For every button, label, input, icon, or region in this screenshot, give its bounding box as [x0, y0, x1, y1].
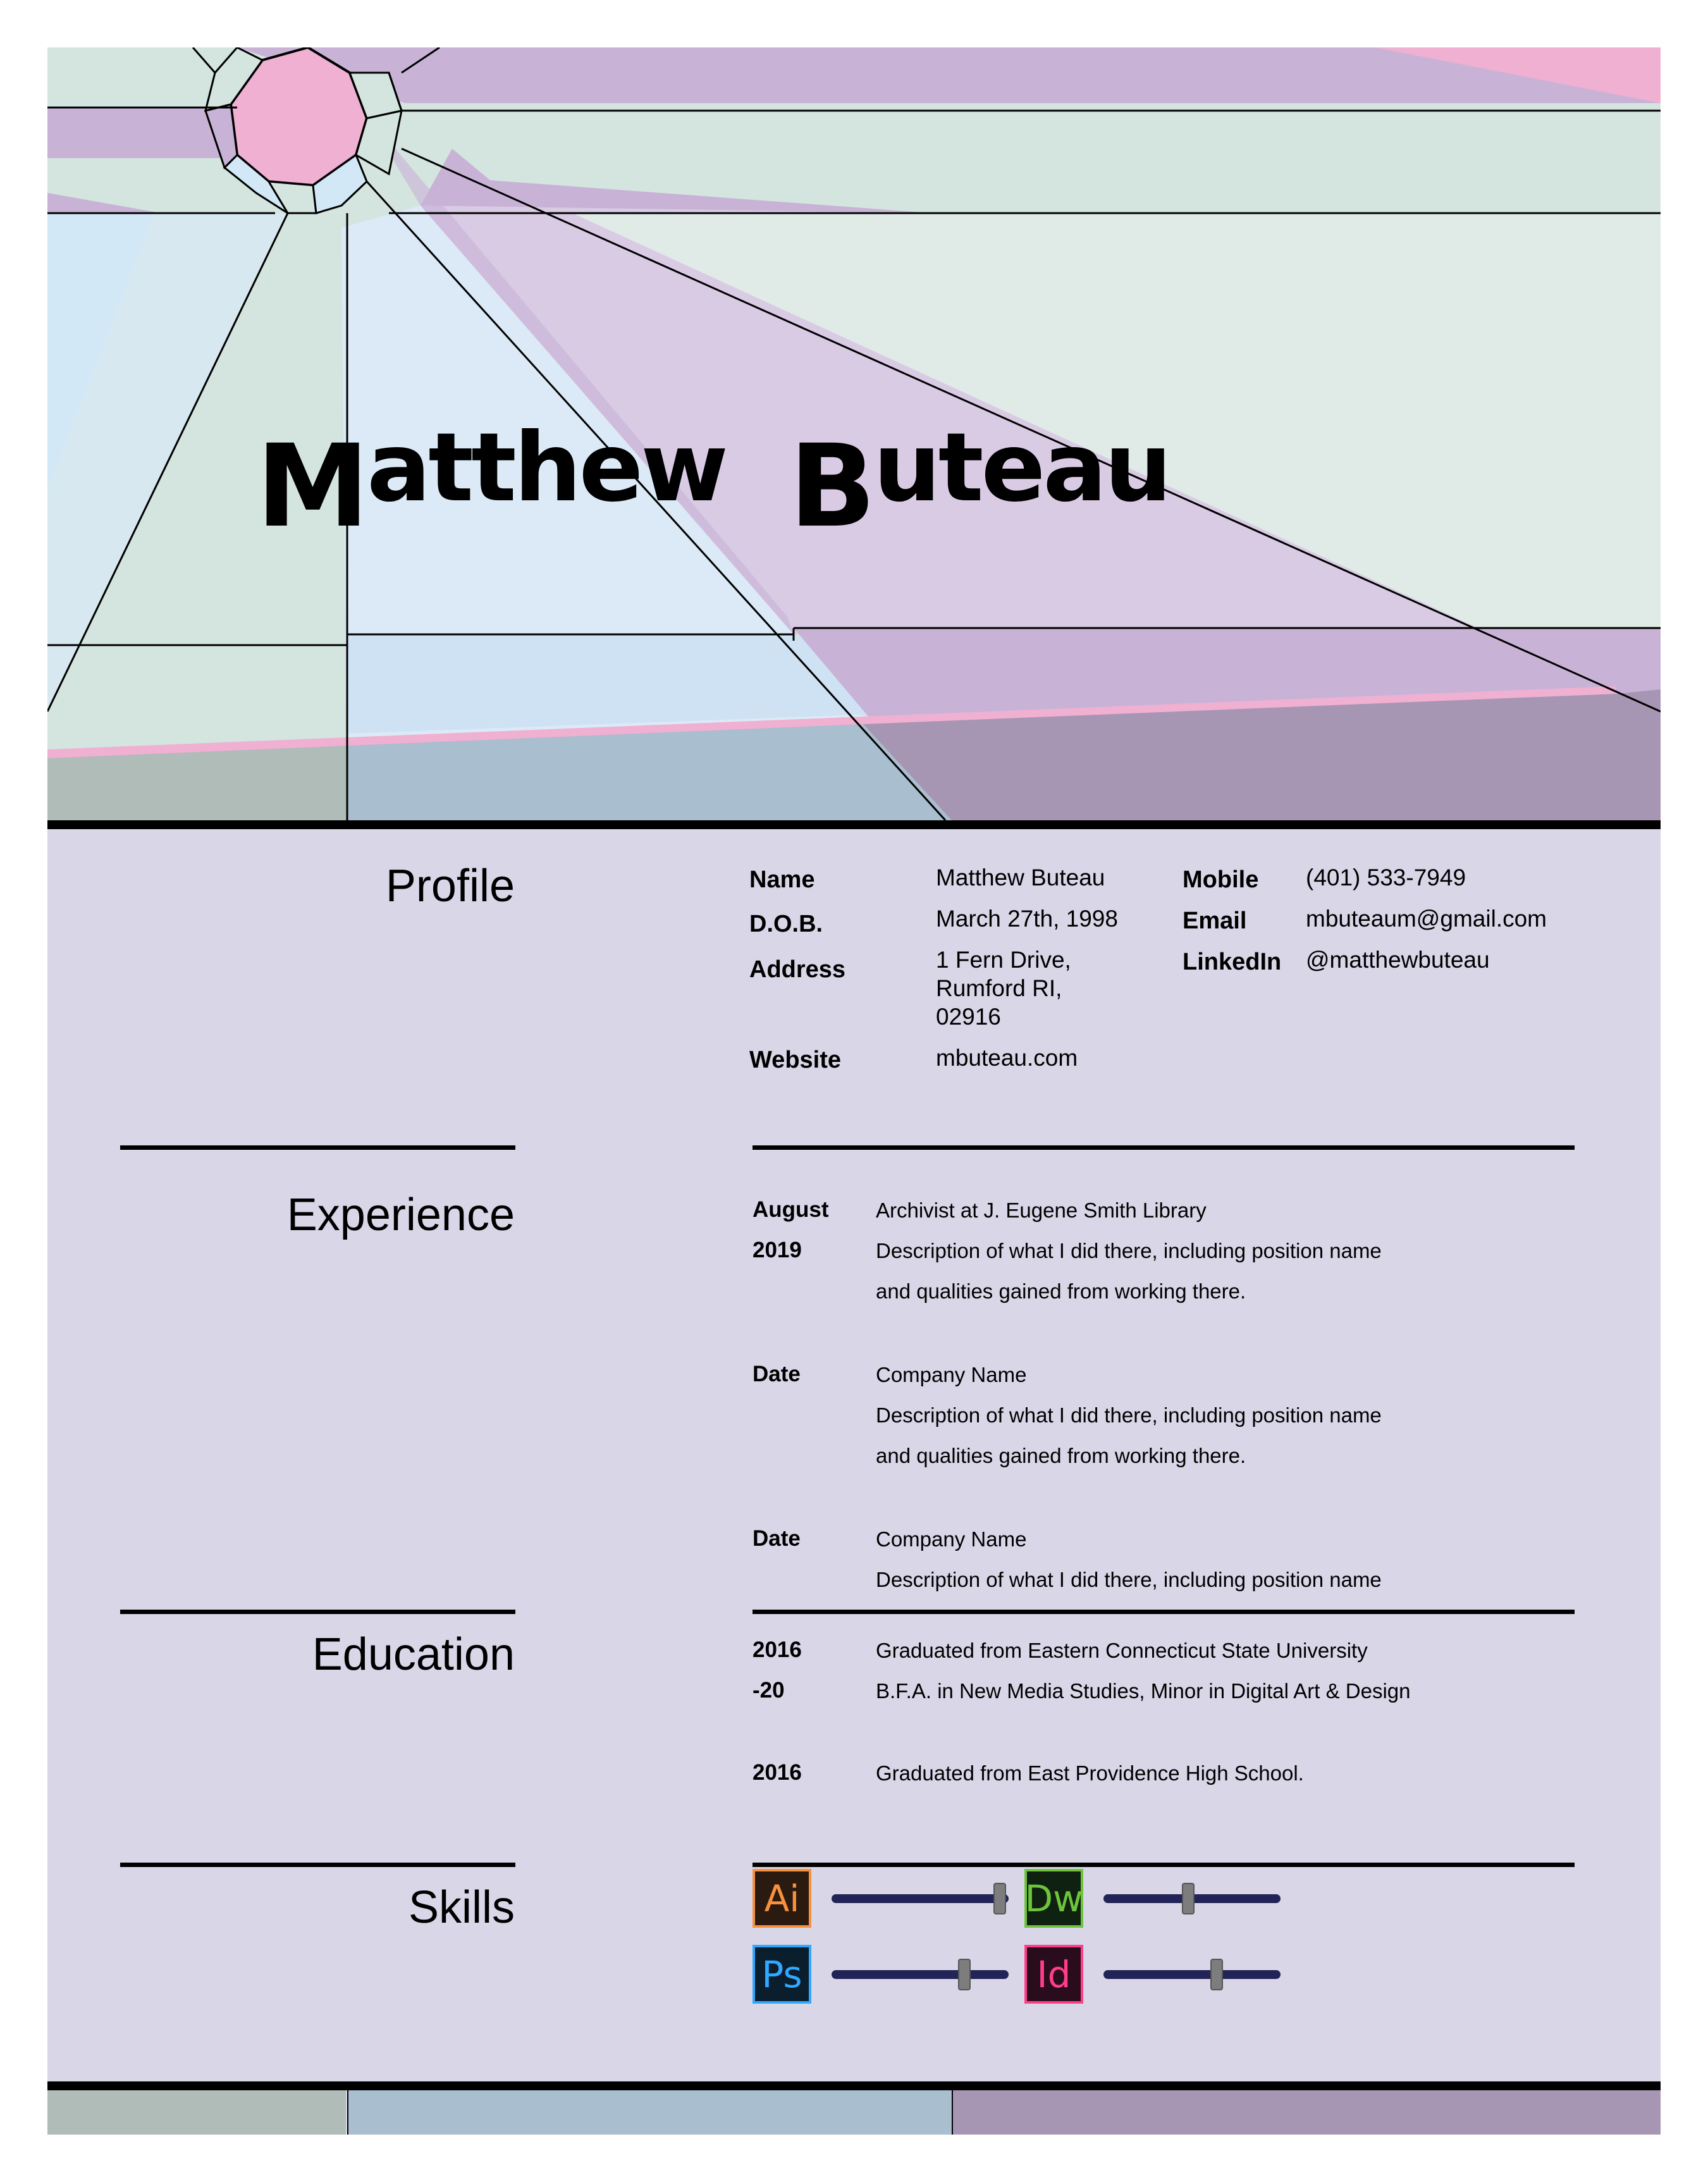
profile-name-label: Name [749, 866, 815, 893]
profile-website-value[interactable]: mbuteau.com [936, 1045, 1078, 1071]
profile-website-label: Website [749, 1047, 842, 1073]
right-divider [753, 1610, 1575, 1614]
profile-address-label: Address [749, 956, 846, 983]
section-title-education: Education [312, 1629, 515, 1680]
skill-slider-knob[interactable] [993, 1883, 1006, 1914]
profile-dob-value: March 27th, 1998 [936, 906, 1118, 932]
first-name-rest: atthew [367, 413, 728, 523]
skill-slider-track [832, 1970, 1009, 1979]
skill-slider-track [832, 1894, 1009, 1903]
profile-address-line3: 02916 [936, 1004, 1001, 1030]
profile-linkedin-value[interactable]: @matthewbuteau [1306, 947, 1490, 973]
left-divider [120, 1610, 515, 1614]
profile-email-label: Email [1183, 908, 1247, 934]
education-date-end: -20 [753, 1678, 785, 1703]
experience-desc: and qualities gained from working there. [876, 1279, 1246, 1303]
profile-mobile-value: (401) 533-7949 [1306, 865, 1466, 891]
experience-date: August [753, 1197, 829, 1222]
skill-slider-knob[interactable] [958, 1959, 971, 1990]
last-name-rest: uteau [873, 413, 1172, 523]
education-line: B.F.A. in New Media Studies, Minor in Di… [876, 1679, 1411, 1703]
first-initial: M [256, 421, 369, 553]
section-title-skills: Skills [408, 1882, 515, 1933]
resume-page: Matthew Buteau Profile Name Matthew Butea… [47, 47, 1661, 2135]
right-divider [753, 1863, 1575, 1867]
experience-date: Date [753, 1526, 801, 1551]
experience-date-year: 2019 [753, 1238, 802, 1262]
profile-linkedin-label: LinkedIn [1183, 949, 1282, 975]
last-initial: B [789, 421, 876, 553]
profile-name-value: Matthew Buteau [936, 865, 1105, 891]
profile-dob-label: D.O.B. [749, 911, 823, 937]
footer-block-blue [348, 2090, 952, 2135]
profile-email-value[interactable]: mbuteaum@gmail.com [1306, 906, 1547, 932]
experience-desc: Description of what I did there, includi… [876, 1568, 1382, 1591]
profile-mobile-label: Mobile [1183, 866, 1259, 893]
profile-address-line1: 1 Fern Drive, [936, 947, 1071, 973]
experience-desc: Description of what I did there, includi… [876, 1403, 1382, 1427]
left-divider [120, 1145, 515, 1150]
experience-title: Archivist at J. Eugene Smith Library [876, 1199, 1207, 1222]
education-line: Graduated from East Providence High Scho… [876, 1761, 1304, 1785]
experience-title: Company Name [876, 1527, 1027, 1551]
experience-desc: and qualities gained from working there. [876, 1444, 1246, 1467]
skill-slider-knob[interactable] [1182, 1883, 1195, 1914]
education-date: 2016 [753, 1760, 802, 1785]
photoshop-icon: Ps [753, 1945, 811, 2004]
skill-slider-track [1103, 1970, 1281, 1979]
illustrator-icon: Ai [753, 1869, 811, 1928]
education-line: Graduated from Eastern Connecticut State… [876, 1639, 1368, 1662]
profile-address-line2: Rumford RI, [936, 975, 1062, 1001]
footer-separator [347, 2090, 348, 2135]
footer-separator [952, 2090, 953, 2135]
education-date: 2016 [753, 1637, 802, 1662]
footer-block-purple [953, 2090, 1661, 2135]
experience-desc: Description of what I did there, includi… [876, 1239, 1382, 1262]
header-artwork: Matthew Buteau [47, 47, 1661, 820]
skill-slider-knob[interactable] [1210, 1959, 1224, 1990]
indesign-icon: Id [1024, 1945, 1083, 2004]
dreamweaver-icon: Dw [1024, 1869, 1083, 1928]
section-title-experience: Experience [286, 1190, 515, 1240]
footer-block-gray [47, 2090, 346, 2135]
experience-date: Date [753, 1362, 801, 1386]
footer-divider [47, 2081, 1661, 2090]
header-divider [47, 820, 1661, 829]
section-title-profile: Profile [385, 861, 515, 911]
stained-glass-illustration [47, 47, 1661, 820]
left-divider [120, 1863, 515, 1867]
right-divider [753, 1145, 1575, 1150]
experience-title: Company Name [876, 1363, 1027, 1386]
